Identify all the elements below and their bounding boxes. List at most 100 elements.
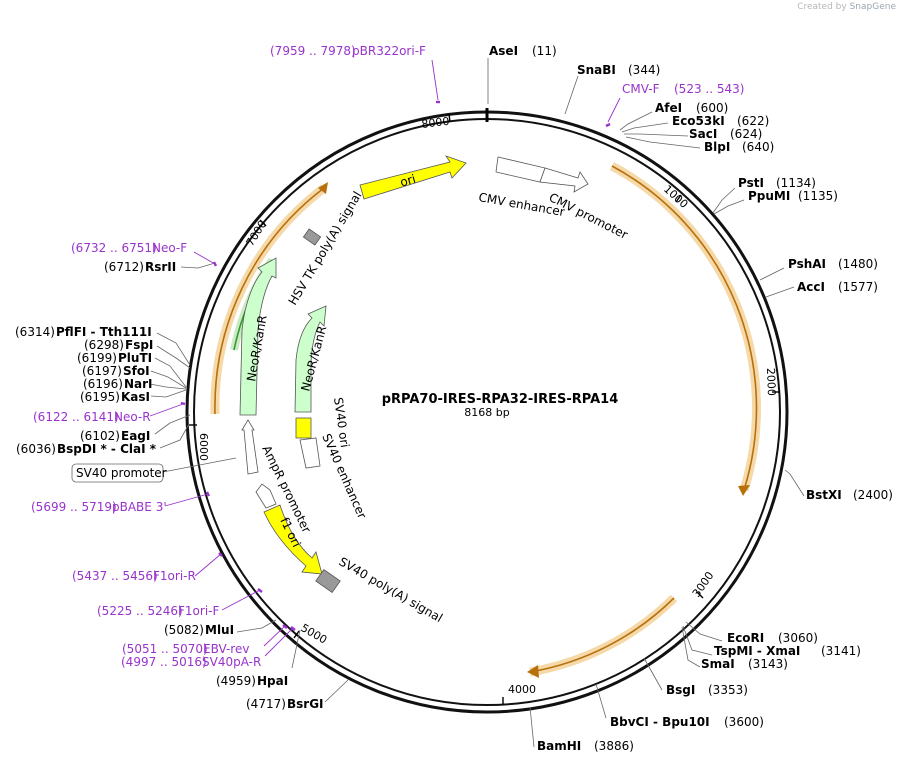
site-mlui[interactable]: MluI xyxy=(205,623,234,637)
primer-cmv-f[interactable]: CMV-F xyxy=(622,82,660,96)
site-pflfi-tth111i-pos: (6314) xyxy=(15,325,55,339)
site-afei-pos: (600) xyxy=(696,101,728,115)
feature-ori-label: ori xyxy=(398,172,417,190)
primer-pbabe3[interactable]: pBABE 3' xyxy=(112,500,167,514)
primer-neo-f[interactable]: Neo-F xyxy=(152,241,187,255)
site-smai-pos: (3143) xyxy=(748,657,788,671)
primer-ebv-rev[interactable]: EBV-rev xyxy=(203,642,249,656)
site-smai[interactable]: SmaI xyxy=(701,657,735,671)
site-bsrgi-pos: (4717) xyxy=(246,697,286,711)
primer-cmv-f-range: (523 .. 543) xyxy=(674,82,744,96)
sv40-promoter-box xyxy=(71,463,164,483)
feature-neo-inner-arrow xyxy=(294,305,327,413)
site-saci[interactable]: SacI xyxy=(689,127,717,141)
primer-neo-r-range: (6122 .. 6141) xyxy=(33,410,119,424)
site-labels: AseI (11) SnaBI (344) AfeI (600) Eco53kI… xyxy=(15,44,893,753)
site-ppumi[interactable]: PpuMI xyxy=(748,189,790,203)
site-asei[interactable]: AseI xyxy=(489,44,518,58)
site-bbvci-bpu10i-pos: (3600) xyxy=(724,715,764,729)
site-hpai[interactable]: HpaI xyxy=(257,674,288,688)
site-nari-pos: (6196) xyxy=(83,377,123,391)
sv40-promoter-leader xyxy=(162,457,237,473)
site-pshai-pos: (1480) xyxy=(838,257,878,271)
feature-sv40-enhancer-box xyxy=(299,437,321,469)
feature-neo-outer-arrow xyxy=(239,257,277,416)
site-bbvci-bpu10i[interactable]: BbvCI - Bpu10I xyxy=(610,715,710,729)
site-tspmi-xmai-pos: (3141) xyxy=(821,644,861,658)
site-nari[interactable]: NarI xyxy=(124,377,153,391)
tick-label-8000: 8000 xyxy=(421,115,450,131)
site-sfoi[interactable]: SfoI xyxy=(123,364,150,378)
site-kasi-pos: (6195) xyxy=(80,390,120,404)
sv40-promoter-label: SV40 promoter xyxy=(76,466,167,480)
site-kasi[interactable]: KasI xyxy=(121,390,150,404)
primer-sv40pa-r-range: (4997 .. 5016) xyxy=(121,655,207,669)
feature-sv40-ori-label: SV40 ori xyxy=(331,396,352,448)
feature-ori-arrow xyxy=(359,155,467,200)
site-bspdi-clai-pos: (6036) xyxy=(16,442,56,456)
primer-pbr322ori-f-range: (7959 .. 7978) xyxy=(270,44,356,58)
site-acci-pos: (1577) xyxy=(838,280,878,294)
primer-neo-r[interactable]: Neo-R xyxy=(114,410,151,424)
tick-5000 xyxy=(293,630,300,639)
site-afei[interactable]: AfeI xyxy=(655,101,682,115)
feature-cmv-enhancer-arrow xyxy=(495,156,546,183)
site-pshai[interactable]: PshAI xyxy=(788,257,826,271)
site-ppumi-pos: (1135) xyxy=(798,189,838,203)
site-bamhi-pos: (3886) xyxy=(594,739,634,753)
site-rsrii[interactable]: RsrII xyxy=(145,260,176,274)
feature-hsv-tk-polya-box xyxy=(302,228,322,246)
site-eagi[interactable]: EagI xyxy=(121,429,150,443)
credit-prefix: Created by xyxy=(797,2,847,12)
tick-1000 xyxy=(675,194,682,203)
site-fspi[interactable]: FspI xyxy=(125,338,153,352)
site-sfoi-pos: (6197) xyxy=(82,364,122,378)
tick-label-5000: 5000 xyxy=(299,621,330,646)
site-psti-pos: (1134) xyxy=(776,176,816,190)
features xyxy=(239,155,589,594)
site-eco53ki[interactable]: Eco53kI xyxy=(672,114,725,128)
snapgene-logo: SnapGene xyxy=(849,2,896,12)
site-ecori-pos: (3060) xyxy=(778,631,818,645)
primer-labels: (7959 .. 7978) pBR322ori-F CMV-F (523 ..… xyxy=(31,44,744,669)
site-leaders xyxy=(149,58,805,748)
site-bsgi-pos: (3353) xyxy=(708,683,748,697)
primer-f1ori-r-range: (5437 .. 5456) xyxy=(72,569,158,583)
primer-f1ori-f-range: (5225 .. 5246) xyxy=(97,604,183,618)
primer-pbr322ori-f[interactable]: pBR322ori-F xyxy=(352,44,426,58)
site-bstxi[interactable]: BstXI xyxy=(806,488,842,502)
primer-neo-f-range: (6732 .. 6751) xyxy=(71,241,157,255)
feature-ampr-promoter-arrow2 xyxy=(255,483,277,509)
feature-ampr-promoter-arrow xyxy=(241,419,259,475)
site-eco53ki-pos: (622) xyxy=(737,114,769,128)
site-fspi-pos: (6298) xyxy=(84,338,124,352)
snapgene-credit: Created by SnapGene xyxy=(797,2,896,12)
primer-f1ori-r[interactable]: F1ori-R xyxy=(153,569,196,583)
site-tspmi-xmai[interactable]: TspMI - XmaI xyxy=(714,644,800,658)
primer-ebv-rev-range: (5051 .. 5070) xyxy=(122,642,208,656)
tick-label-2000: 2000 xyxy=(764,368,778,396)
site-snabi-pos: (344) xyxy=(628,63,660,77)
site-pluti[interactable]: PluTI xyxy=(118,351,152,365)
site-hpai-pos: (4959) xyxy=(216,674,256,688)
orf-rpa14-line xyxy=(214,187,325,415)
site-blpi-pos: (640) xyxy=(742,140,774,154)
primer-sv40pa-r[interactable]: SV40pA-R xyxy=(202,655,261,669)
feature-sv40-polya-label: SV40 poly(A) signal xyxy=(337,554,445,625)
site-acci[interactable]: AccI xyxy=(797,280,825,294)
site-snabi[interactable]: SnaBI xyxy=(577,63,616,77)
site-blpi[interactable]: BlpI xyxy=(704,140,730,154)
orf-rpa32-line xyxy=(529,597,675,673)
primer-leaders xyxy=(149,59,621,657)
feature-sv40-ori-box xyxy=(295,417,312,439)
site-bsrgi[interactable]: BsrGI xyxy=(287,697,324,711)
site-bspdi-clai[interactable]: BspDI * - ClaI * xyxy=(57,442,157,456)
feature-cmv-promoter-arrow xyxy=(539,167,589,193)
site-ecori[interactable]: EcoRI xyxy=(727,631,764,645)
site-pflfi-tth111i[interactable]: PflFI - Tth111I xyxy=(56,325,152,339)
site-bsgi[interactable]: BsgI xyxy=(666,683,695,697)
orf-rpa14-head xyxy=(318,182,328,194)
site-bamhi[interactable]: BamHI xyxy=(537,739,581,753)
primer-f1ori-f[interactable]: F1ori-F xyxy=(178,604,219,618)
site-psti[interactable]: PstI xyxy=(738,176,764,190)
